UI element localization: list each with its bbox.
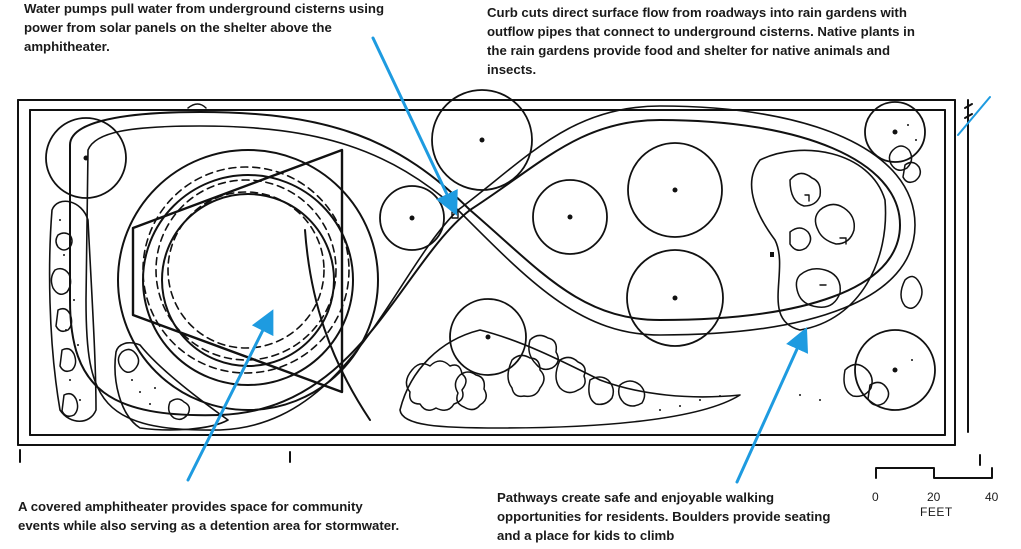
amphitheater-shelter-roof (131, 148, 344, 394)
amphitheater-seating-rows (142, 166, 350, 374)
tree-trunk-dots (83, 129, 898, 373)
arrow-water-pumps (371, 36, 458, 216)
caption-line: and a place for kids to climb (497, 528, 675, 543)
caption-water-pumps: Water pumps pull water from underground … (24, 0, 384, 56)
caption-pathways: Pathways create safe and enjoyable walki… (497, 488, 830, 545)
shrubs (50, 103, 923, 421)
planting-stipple (59, 124, 917, 411)
site-boundary (17, 99, 981, 466)
caption-line: amphitheater. (24, 39, 110, 54)
rain-garden-lower-left (114, 342, 229, 431)
caption-line: outflow pipes that connect to undergroun… (487, 24, 915, 39)
caption-line: events while also serving as a detention… (18, 518, 400, 533)
arrow-curb-cut (957, 96, 991, 136)
leader-arrows (186, 36, 991, 484)
rain-garden-right (750, 149, 887, 331)
caption-line: A covered amphitheater provides space fo… (18, 499, 363, 514)
caption-line: opportunities for residents. Boulders pr… (497, 509, 831, 524)
scale-unit-label: FEET (920, 505, 953, 519)
caption-line: Curb cuts direct surface flow from roadw… (487, 5, 907, 20)
caption-amphitheater: A covered amphitheater provides space fo… (18, 497, 399, 535)
caption-line: the rain gardens provide food and shelte… (487, 43, 891, 58)
scale-tick-label: 40 (985, 490, 999, 504)
caption-line: Water pumps pull water from underground … (24, 1, 385, 16)
rain-garden-center-bottom (399, 329, 741, 429)
caption-line: Pathways create safe and enjoyable walki… (497, 490, 775, 505)
arrow-pathways (735, 327, 809, 484)
caption-curb-cuts: Curb cuts direct surface flow from roadw… (487, 3, 915, 79)
scale-tick-label: 20 (927, 490, 941, 504)
rain-garden-left (48, 200, 97, 423)
arrow-amphitheater (186, 309, 274, 482)
tree-canopy (45, 89, 936, 411)
scale-tick-label: 0 (872, 490, 879, 504)
scale-bar (875, 467, 993, 479)
caption-line: insects. (487, 62, 537, 77)
boulder-marks (451, 194, 847, 286)
caption-line: power from solar panels on the shelter a… (24, 20, 332, 35)
oval-loop-path (69, 105, 916, 431)
